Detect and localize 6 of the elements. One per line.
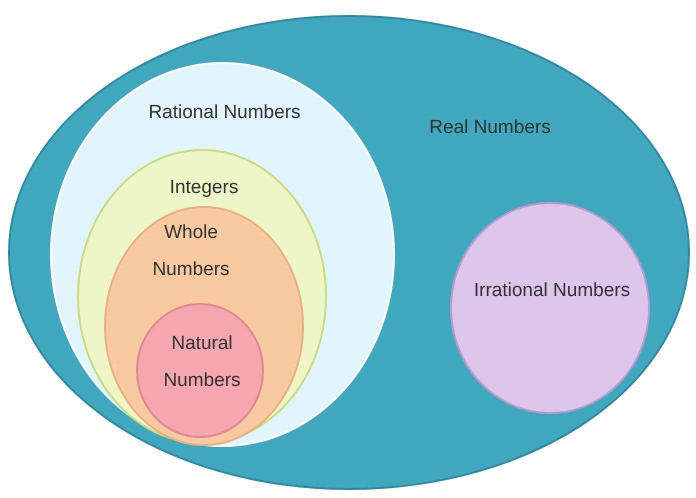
set-label: Irrational Numbers (472, 279, 632, 303)
set-label: Real Numbers (428, 116, 552, 140)
set-label: Natural Numbers (162, 332, 242, 394)
set-label: Whole Numbers (151, 221, 231, 282)
set-label: Rational Numbers (147, 101, 302, 125)
set-label: Integers (168, 176, 240, 200)
